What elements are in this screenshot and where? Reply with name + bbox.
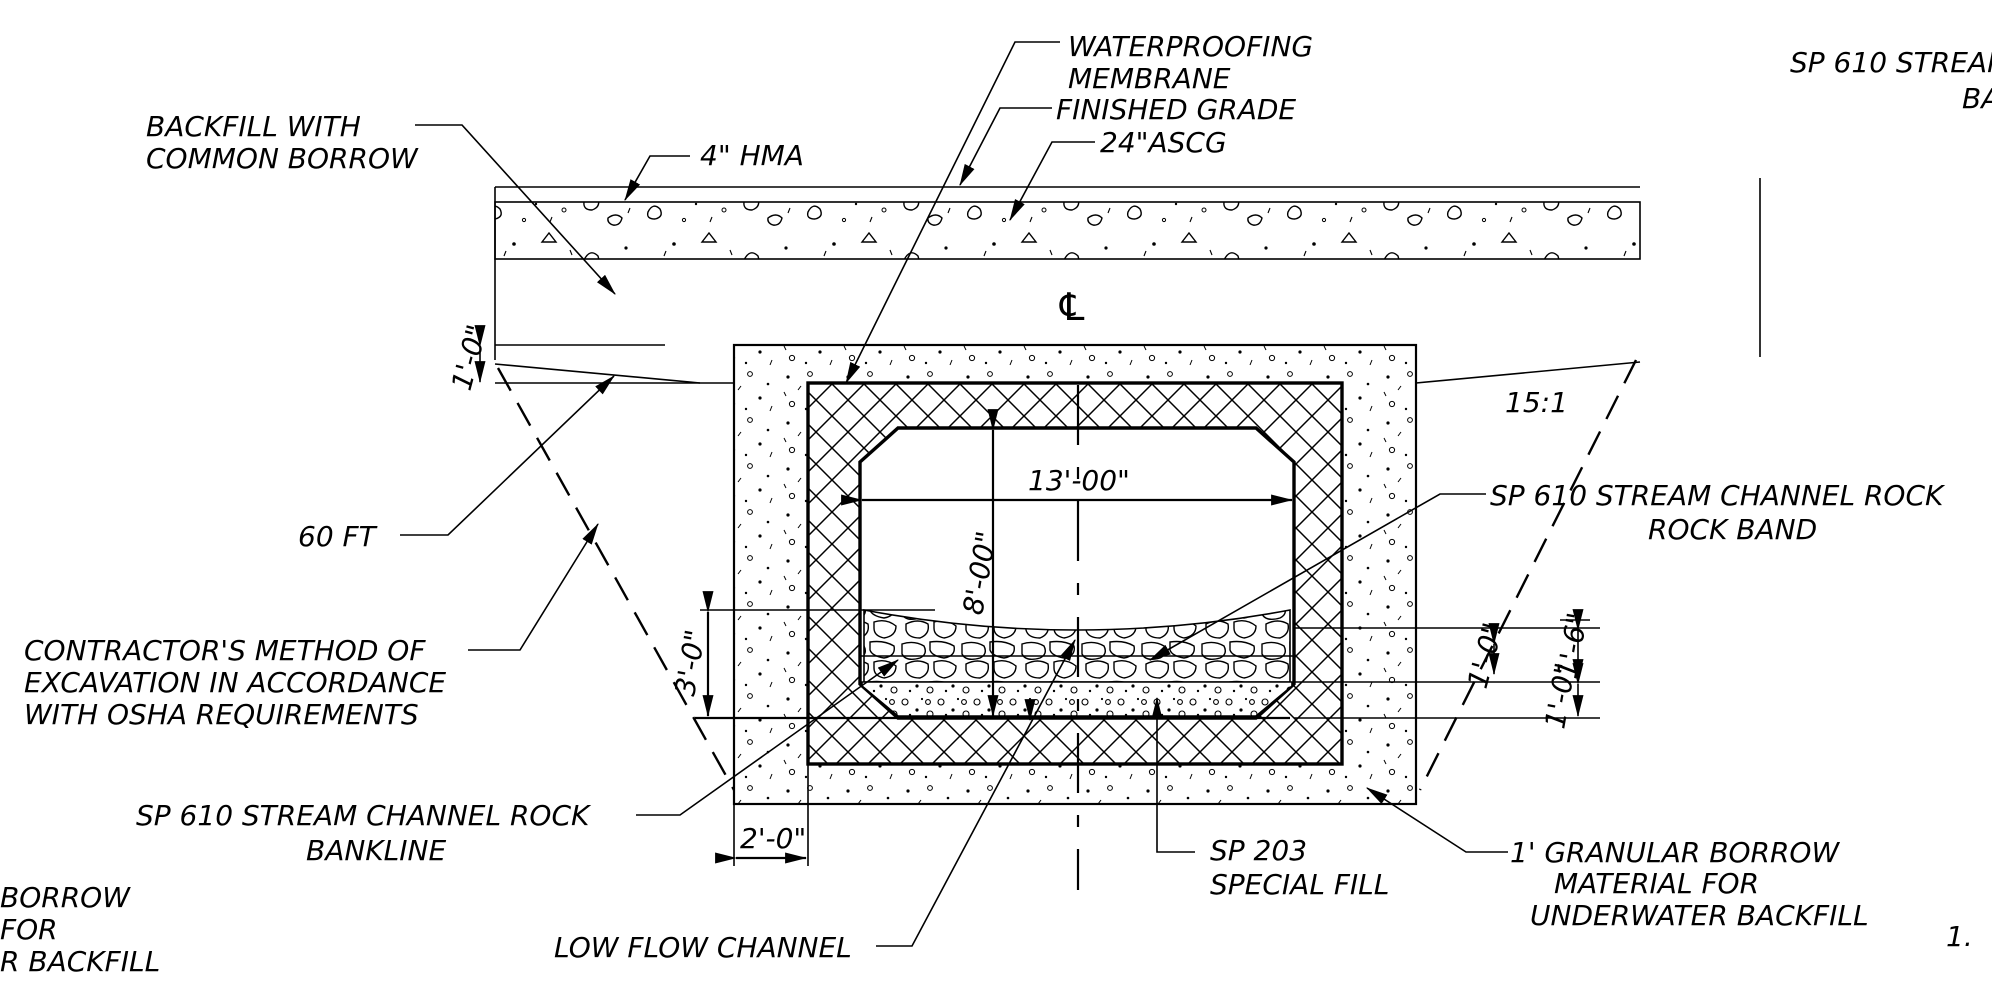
label-slope: 15:1 bbox=[1505, 386, 1568, 419]
dim-fill-depth-text-2: 1'-6" bbox=[1550, 610, 1594, 681]
label-ascg: 24"ASCG bbox=[1100, 126, 1227, 159]
label-finished-grade: FINISHED GRADE bbox=[1056, 93, 1296, 126]
leaders bbox=[400, 41, 1508, 947]
dimension-rock-depth: 3'-0" bbox=[668, 591, 714, 718]
leader-excavation bbox=[468, 523, 599, 651]
dim-footing-width-text: 2'-0" bbox=[740, 822, 806, 855]
label-left-fragment-2: FOR bbox=[0, 913, 58, 946]
label-excavation-2: EXCAVATION IN ACCORDANCE bbox=[24, 666, 446, 699]
label-top-right-2: BANKLINE bbox=[1962, 82, 1992, 115]
label-bankline-2: BANKLINE bbox=[306, 834, 446, 867]
leader-backfill bbox=[415, 124, 616, 295]
label-length: 60 FT bbox=[298, 520, 378, 553]
label-left-fragment-1: BORROW bbox=[0, 881, 131, 914]
label-backfill-1: BACKFILL WITH bbox=[146, 110, 361, 143]
leader-special-fill bbox=[1151, 696, 1195, 853]
roadway-section bbox=[494, 186, 1641, 360]
leader-hma bbox=[624, 155, 690, 201]
dim-top-cover-text: 1'-0" bbox=[445, 321, 494, 394]
centerline-symbol: ℄ bbox=[1059, 285, 1085, 329]
leader-low-flow bbox=[876, 639, 1076, 947]
aggregate-base-course bbox=[494, 201, 1641, 260]
excavation-line-right bbox=[1418, 359, 1638, 791]
label-hma: 4" HMA bbox=[700, 139, 804, 172]
leader-bankline bbox=[636, 659, 899, 816]
label-corner-mark: 1. bbox=[1946, 920, 1973, 953]
box-culvert bbox=[732, 343, 1418, 806]
label-rock-band-1: SP 610 STREAM CHANNEL ROCK bbox=[1490, 479, 1946, 512]
label-rock-band-2: ROCK BAND bbox=[1648, 513, 1817, 546]
slope-line-left bbox=[494, 363, 701, 384]
label-granular-1: 1' GRANULAR BORROW bbox=[1510, 836, 1840, 869]
leader-granular bbox=[1366, 787, 1508, 853]
label-bankline-1: SP 610 STREAM CHANNEL ROCK bbox=[136, 799, 592, 832]
leader-finished-grade bbox=[959, 107, 1052, 186]
excavation-line-left bbox=[496, 367, 736, 791]
leader-ascg bbox=[1009, 141, 1095, 221]
dimension-span: 13'-00" bbox=[841, 464, 1294, 506]
label-granular-3: UNDERWATER BACKFILL bbox=[1530, 899, 1869, 932]
leader-60ft bbox=[400, 375, 615, 536]
leader-rock-band bbox=[1149, 493, 1486, 661]
label-left-fragment-3: R BACKFILL bbox=[0, 945, 160, 978]
dim-span-text: 13'-00" bbox=[1028, 464, 1130, 497]
label-waterproofing-1: WATERPROOFING bbox=[1068, 30, 1313, 63]
label-top-right-1: SP 610 STREAM CHANNEL ROCK bbox=[1790, 46, 1992, 79]
label-low-flow: LOW FLOW CHANNEL bbox=[554, 931, 852, 964]
label-excavation-3: WITH OSHA REQUIREMENTS bbox=[24, 698, 419, 731]
label-excavation-1: CONTRACTOR'S METHOD OF bbox=[24, 634, 426, 667]
dimension-footing-width: 2'-0" bbox=[715, 764, 809, 866]
dim-channel-depth-text: 1'-0" bbox=[1461, 619, 1510, 692]
leader-waterproofing bbox=[845, 41, 1060, 384]
dim-rock-depth-text: 3'-0" bbox=[668, 627, 712, 698]
label-waterproofing-2: MEMBRANE bbox=[1068, 62, 1231, 95]
dimension-top-cover: 1'-0" bbox=[445, 321, 494, 394]
label-granular-2: MATERIAL FOR bbox=[1554, 867, 1759, 900]
callout-labels: WATERPROOFING MEMBRANE FINISHED GRADE 24… bbox=[0, 30, 1992, 978]
slope-line-right bbox=[1415, 361, 1641, 384]
label-special-fill-2: SPECIAL FILL bbox=[1210, 868, 1389, 901]
dimension-channel-depth: 1'-0" bbox=[1461, 619, 1510, 692]
label-backfill-2: COMMON BORROW bbox=[146, 142, 419, 175]
label-special-fill-1: SP 203 bbox=[1210, 834, 1307, 867]
